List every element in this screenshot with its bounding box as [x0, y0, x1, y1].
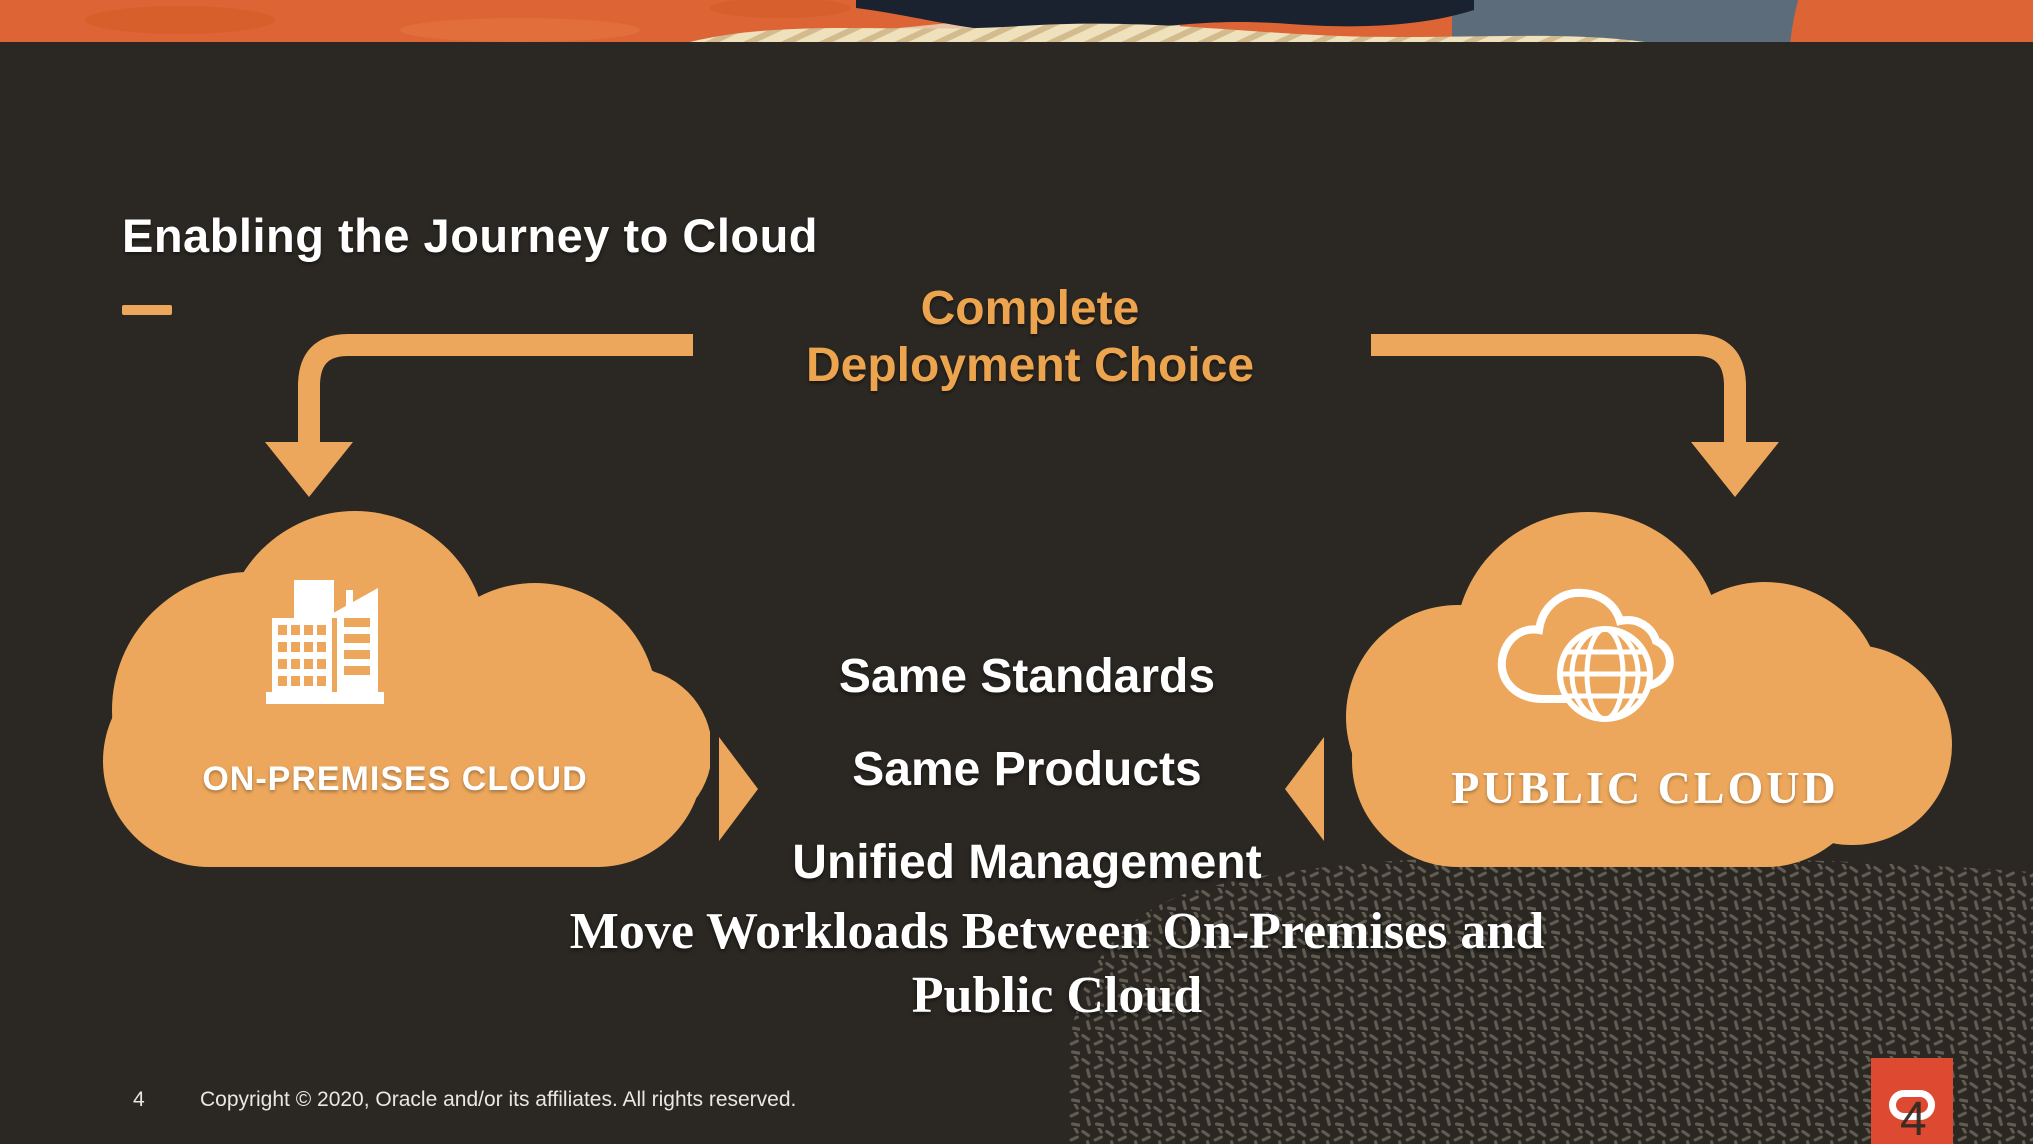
- workload-message-line-2: Public Cloud: [911, 967, 1203, 1024]
- heading-line-1: Complete: [920, 282, 1140, 335]
- right-flow-arrow: [1371, 334, 1779, 497]
- copyright-text: Copyright © 2020, Oracle and/or its affi…: [200, 1088, 797, 1111]
- center-benefits-text: Same Standards Same Products Unified Man…: [727, 630, 1327, 909]
- on-premises-cloud-label: ON-PREMISES CLOUD: [202, 760, 588, 798]
- exchange-triangle-right-icon: [719, 737, 758, 841]
- top-banner-art: [0, 0, 2033, 42]
- footer-page-number: 4: [133, 1088, 145, 1111]
- benefit-line: Same Products: [852, 743, 1202, 796]
- left-arrowhead-icon: [265, 442, 353, 497]
- page-number-overlay: 4: [1900, 1093, 1927, 1144]
- left-flow-arrow: [265, 334, 693, 497]
- public-cloud-label: PUBLIC CLOUD: [1451, 762, 1839, 813]
- oracle-o-icon: [1889, 1090, 1935, 1120]
- slide-title: Enabling the Journey to Cloud: [122, 209, 818, 262]
- benefit-line: Unified Management: [792, 836, 1262, 889]
- right-arrowhead-icon: [1691, 442, 1779, 497]
- cloud-globe-icon: [1497, 588, 1674, 722]
- public-cloud-shape: [1346, 512, 1952, 867]
- exchange-triangle-left-icon: [1285, 737, 1324, 841]
- deployment-choice-heading: Complete Deployment Choice: [700, 280, 1360, 394]
- on-premises-cloud-shape: [103, 511, 710, 867]
- title-accent-dash: [122, 305, 172, 315]
- workload-message: Move Workloads Between On-Premises and P…: [460, 900, 1654, 1028]
- workload-message-line-1: Move Workloads Between On-Premises and: [569, 903, 1545, 960]
- oracle-logo-badge: [1871, 1058, 1953, 1144]
- heading-line-2: Deployment Choice: [805, 339, 1255, 392]
- benefit-line: Same Standards: [838, 650, 1216, 703]
- building-icon: [266, 580, 384, 704]
